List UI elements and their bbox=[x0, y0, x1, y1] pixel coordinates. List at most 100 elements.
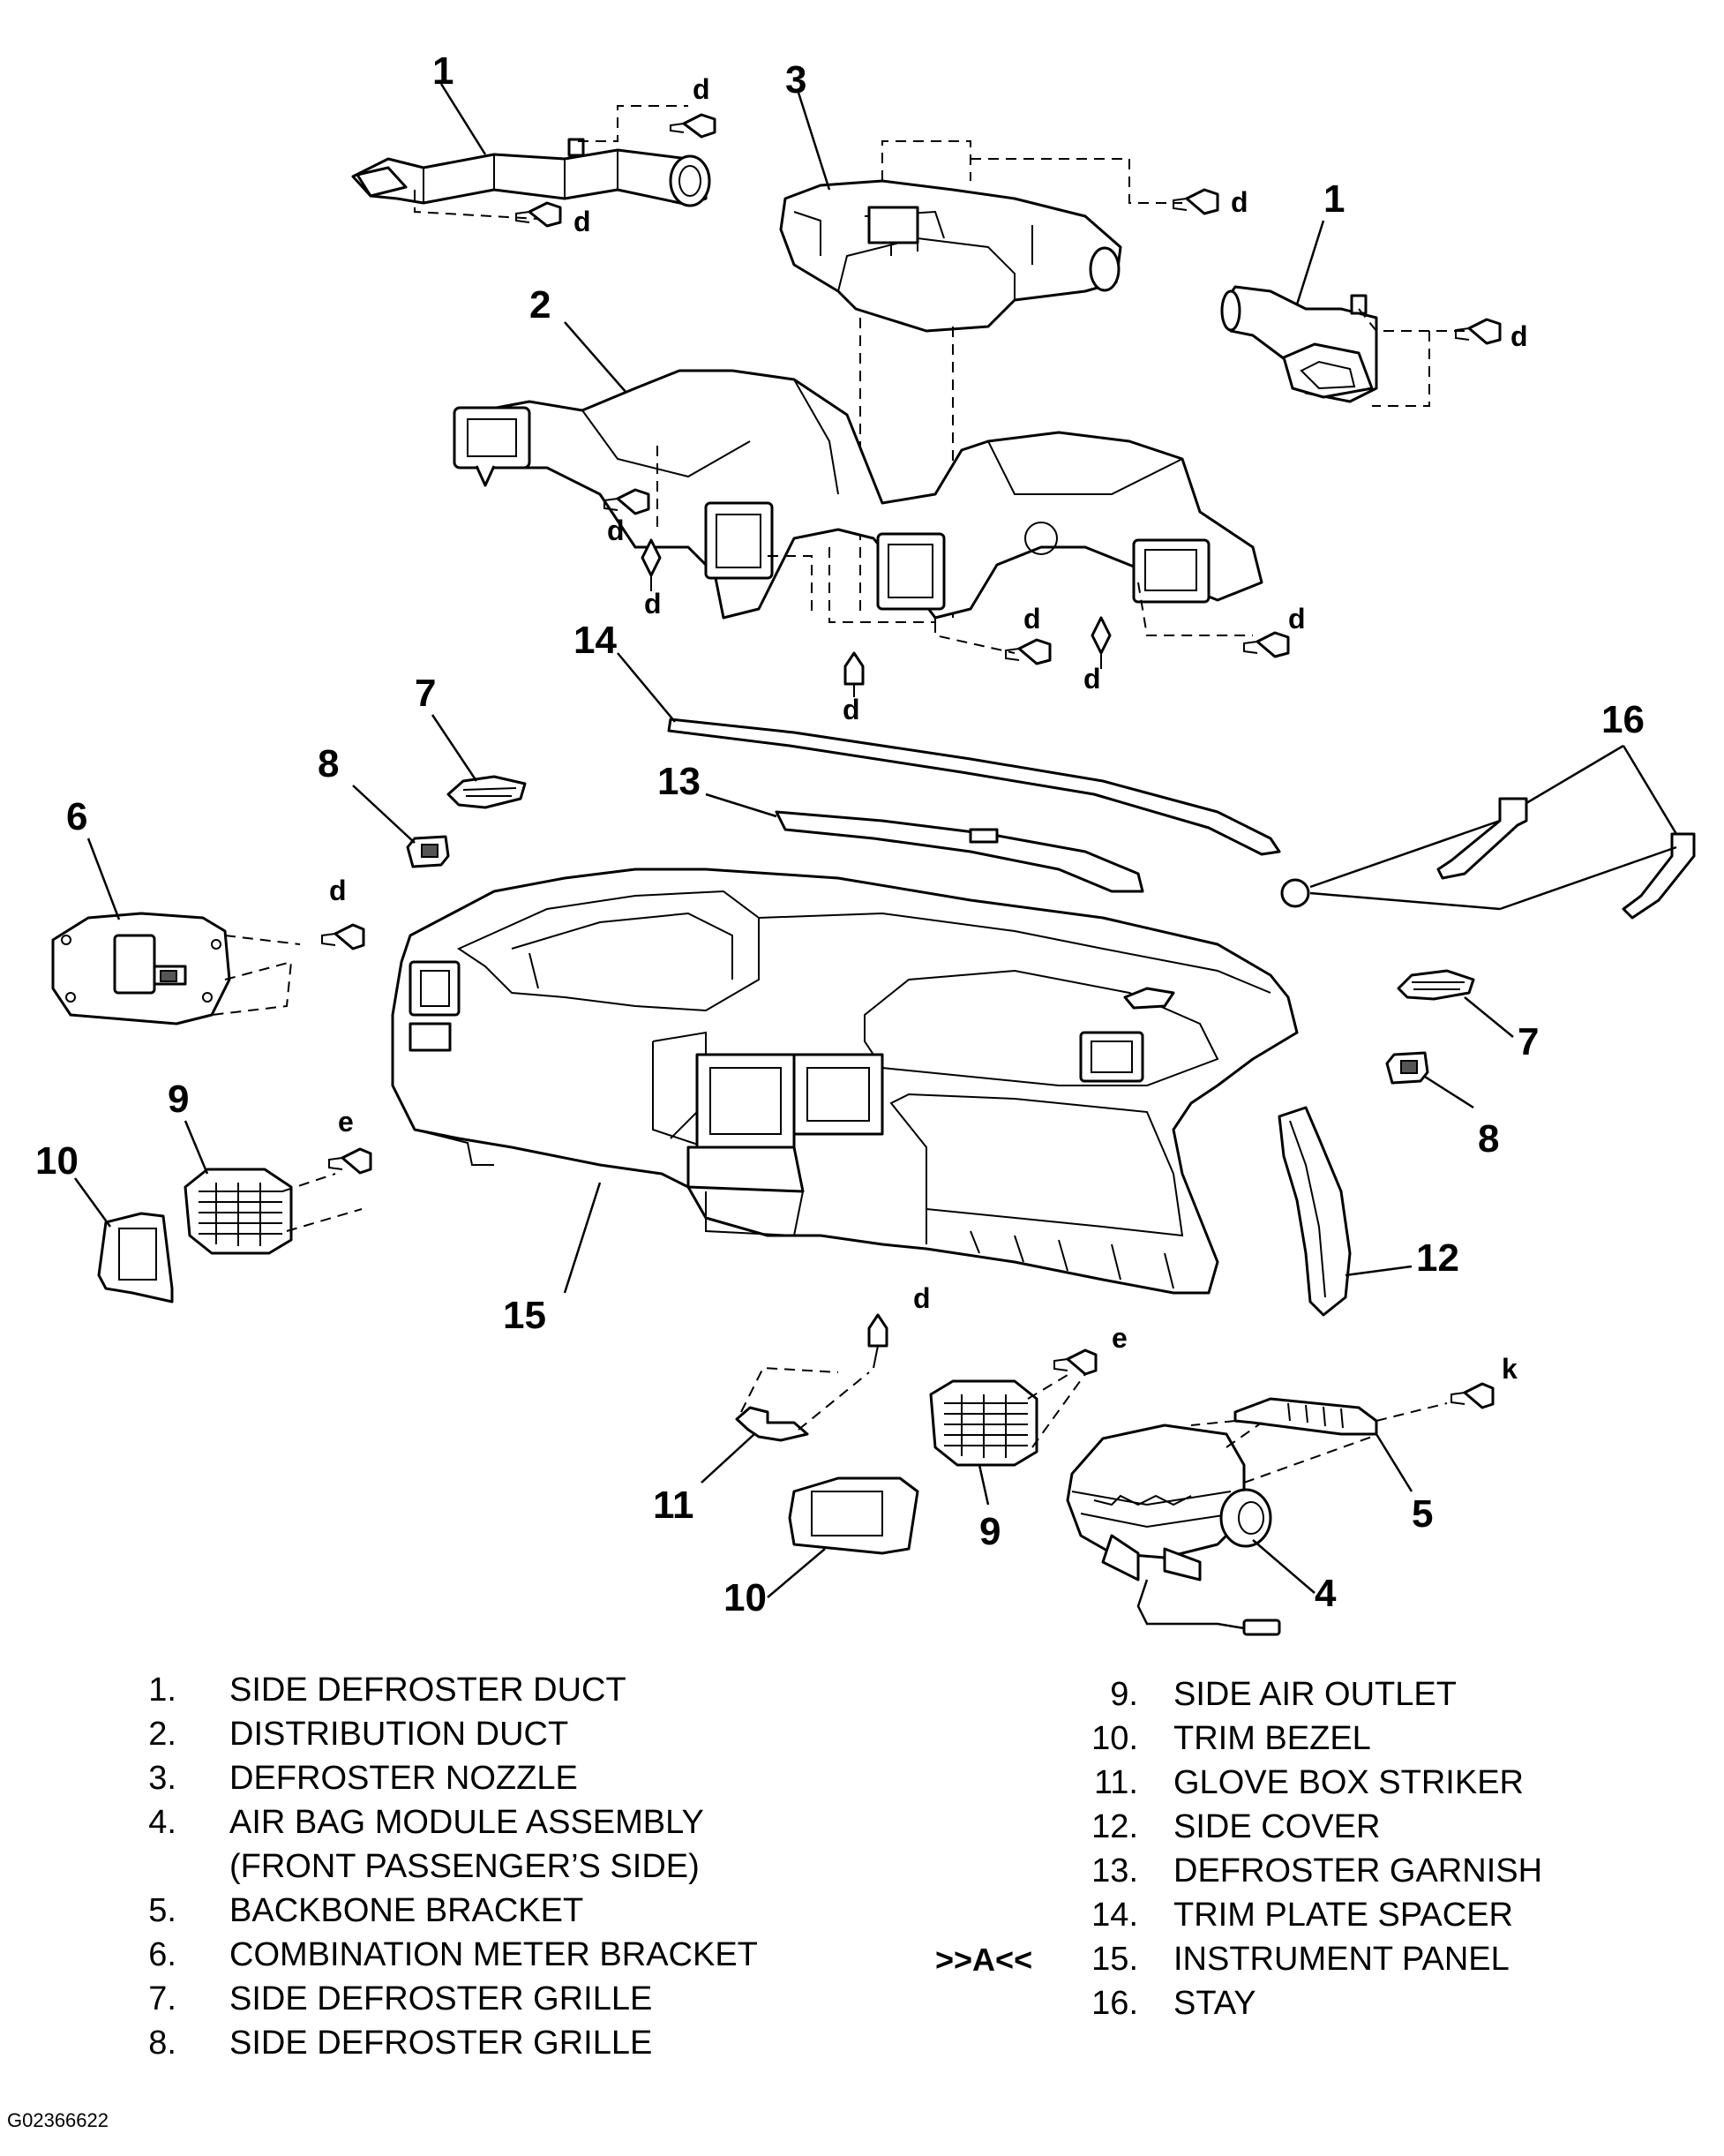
fastener-label-d: d bbox=[329, 875, 347, 906]
legend-text: TRIM BEZEL bbox=[1173, 1720, 1371, 1757]
exploded-view-diagram: 1 3 1 2 14 7 8 13 16 6 7 8 9 10 15 12 11… bbox=[35, 49, 1696, 1636]
fastener-label-d: d bbox=[843, 694, 860, 725]
screw-d-6 bbox=[641, 538, 662, 591]
screw-d-8 bbox=[1091, 616, 1112, 669]
callout-9b: 9 bbox=[979, 1510, 1001, 1553]
callout-1b: 1 bbox=[1323, 177, 1345, 221]
legend-text: INSTRUMENT PANEL bbox=[1173, 1941, 1510, 1978]
callout-12: 12 bbox=[1416, 1236, 1459, 1280]
side-defroster-duct-right bbox=[1220, 285, 1378, 403]
leader-16c bbox=[1309, 819, 1501, 889]
fastener-label-d: d bbox=[913, 1282, 931, 1314]
callout-16: 16 bbox=[1601, 698, 1645, 741]
callout-5: 5 bbox=[1412, 1492, 1433, 1536]
leader-9a bbox=[184, 1120, 209, 1175]
fastener-label-d: d bbox=[693, 73, 710, 105]
fastener-label-d: d bbox=[1231, 186, 1248, 218]
side-defroster-grille-7-left bbox=[446, 775, 527, 809]
air-bag-module bbox=[1066, 1424, 1281, 1636]
callout-7b: 7 bbox=[1518, 1020, 1539, 1063]
screw-e-1 bbox=[328, 1147, 372, 1175]
screw-d-11 bbox=[321, 923, 365, 950]
leader-6 bbox=[86, 838, 121, 920]
screw-d-7 bbox=[1005, 638, 1052, 665]
legend-text: SIDE DEFROSTER DUCT bbox=[229, 1671, 626, 1709]
legend-number: 9. bbox=[1110, 1676, 1138, 1713]
legend-text: AIR BAG MODULE ASSEMBLY bbox=[229, 1804, 704, 1841]
legend-text: DEFROSTER NOZZLE bbox=[229, 1760, 578, 1797]
legend-number: 15. bbox=[1091, 1941, 1138, 1978]
callout-8b: 8 bbox=[1478, 1117, 1499, 1161]
legend-number: 16. bbox=[1091, 1985, 1138, 2022]
fastener-label-d: d bbox=[607, 515, 625, 546]
leader-7b bbox=[1464, 996, 1514, 1038]
leader-16a bbox=[1525, 744, 1624, 805]
defroster-nozzle bbox=[779, 179, 1122, 333]
callout-14: 14 bbox=[573, 619, 617, 662]
leader-13 bbox=[705, 793, 777, 818]
glove-box-striker bbox=[735, 1406, 809, 1442]
side-air-outlet-right bbox=[929, 1379, 1038, 1467]
legend-number: 13. bbox=[1091, 1852, 1138, 1889]
side-defroster-grille-7-right bbox=[1397, 969, 1475, 1001]
callout-3: 3 bbox=[785, 58, 806, 101]
callout-11: 11 bbox=[653, 1484, 694, 1527]
fastener-label-d: d bbox=[1083, 663, 1101, 695]
legend-number: 2. bbox=[148, 1716, 176, 1753]
side-air-outlet-left bbox=[184, 1168, 293, 1255]
legend-text: SIDE DEFROSTER GRILLE bbox=[229, 2025, 653, 2062]
screw-d-2 bbox=[515, 201, 562, 228]
leader-8b bbox=[1424, 1075, 1474, 1109]
stay bbox=[1280, 797, 1696, 920]
screw-d-3 bbox=[1173, 188, 1219, 215]
callout-7a: 7 bbox=[415, 672, 436, 715]
callout-6: 6 bbox=[66, 795, 87, 838]
leader-15 bbox=[563, 1182, 602, 1294]
legend-text: BACKBONE BRACKET bbox=[229, 1892, 584, 1929]
legend-number: 11. bbox=[1093, 1764, 1138, 1801]
screw-d-5 bbox=[603, 488, 650, 515]
callout-1a: 1 bbox=[432, 49, 453, 93]
legend-text: SIDE COVER bbox=[1173, 1808, 1381, 1845]
screw-d-9 bbox=[1243, 631, 1290, 658]
leader-2 bbox=[564, 321, 627, 394]
callout-2: 2 bbox=[529, 283, 551, 327]
callout-10b: 10 bbox=[723, 1576, 767, 1619]
leader-1a bbox=[439, 83, 487, 155]
legend-number: 7. bbox=[148, 1980, 176, 2017]
legend-number: 8. bbox=[148, 2025, 176, 2062]
leader-12 bbox=[1345, 1265, 1413, 1277]
callout-13: 13 bbox=[657, 760, 701, 803]
backbone-bracket bbox=[1233, 1397, 1378, 1436]
leader-16e bbox=[1499, 845, 1677, 911]
legend-number: 10. bbox=[1091, 1720, 1138, 1757]
fastener-label-e: e bbox=[338, 1106, 354, 1138]
fastener-label-d: d bbox=[1023, 603, 1041, 635]
leader-3 bbox=[797, 92, 831, 191]
leader-7a bbox=[431, 714, 478, 782]
fastener-label-d: d bbox=[573, 206, 591, 237]
leader-1b bbox=[1295, 220, 1325, 305]
legend-text: TRIM PLATE SPACER bbox=[1173, 1897, 1513, 1934]
leader-10b bbox=[767, 1548, 826, 1598]
side-defroster-duct-left bbox=[351, 138, 711, 207]
fastener-label-d: d bbox=[1288, 603, 1306, 635]
callout-9a: 9 bbox=[168, 1078, 189, 1121]
leader-9b bbox=[978, 1464, 990, 1506]
legend-text: SIDE AIR OUTLET bbox=[1173, 1676, 1457, 1713]
trim-plate-spacer bbox=[667, 717, 1281, 856]
leader-11 bbox=[701, 1433, 755, 1484]
screw-d-1 bbox=[670, 113, 716, 139]
trim-bezel-right bbox=[788, 1476, 919, 1555]
leader-8a bbox=[352, 785, 416, 844]
legend-text: STAY bbox=[1173, 1985, 1256, 2022]
leader-5 bbox=[1375, 1433, 1413, 1492]
callout-4: 4 bbox=[1315, 1572, 1337, 1615]
callout-15: 15 bbox=[503, 1294, 546, 1337]
leader-14 bbox=[617, 652, 676, 723]
leader-4 bbox=[1252, 1539, 1315, 1594]
screw-d-10 bbox=[843, 651, 865, 697]
side-cover bbox=[1278, 1106, 1352, 1317]
